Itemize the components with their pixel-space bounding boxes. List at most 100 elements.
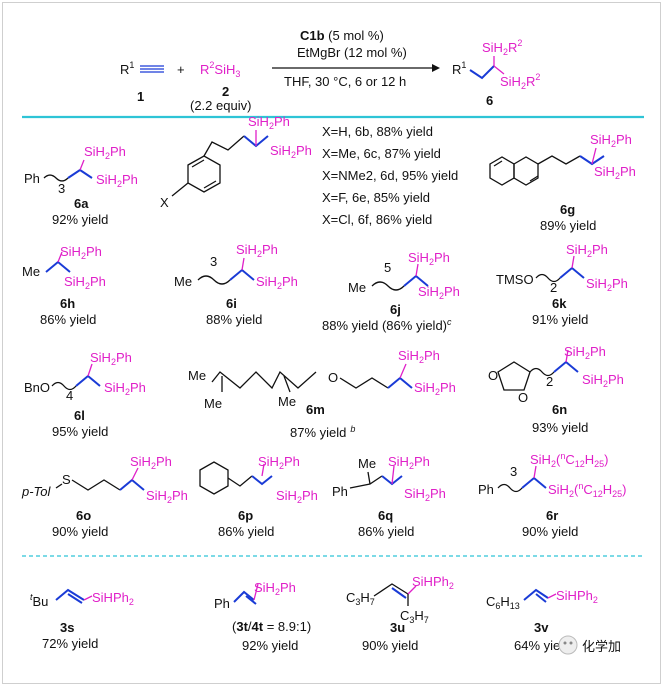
svg-text:O: O bbox=[488, 368, 498, 383]
svg-text:X=F, 6e, 85% yield: X=F, 6e, 85% yield bbox=[322, 190, 430, 205]
compound-6r: Ph 3 SiH2(nC12H25) SiH2(nC12H25) 6r 90% … bbox=[478, 451, 626, 539]
compound-6l: BnO 4 SiH2Ph SiH2Ph 6l 95% yield bbox=[24, 350, 146, 439]
svg-text:6k: 6k bbox=[552, 296, 567, 311]
alkyne-icon bbox=[140, 65, 164, 73]
svg-text:4: 4 bbox=[66, 388, 73, 403]
scheme-header: R1 1 + R2SiH3 2 (2.2 equiv) C1b (5 mol %… bbox=[120, 28, 540, 113]
svg-text:93% yield: 93% yield bbox=[532, 420, 588, 435]
svg-text:6o: 6o bbox=[76, 508, 91, 523]
svg-text:SiH2Ph: SiH2Ph bbox=[248, 114, 290, 131]
svg-text:2: 2 bbox=[546, 374, 553, 389]
compound-3t-4t: Ph SiH2Ph (3t/4t = 8.9:1) 92% yield bbox=[214, 580, 311, 653]
series-x-list: X=H, 6b, 88% yield X=Me, 6c, 87% yield X… bbox=[322, 124, 458, 227]
svg-text:SiH2Ph: SiH2Ph bbox=[254, 580, 296, 597]
svg-text:R1: R1 bbox=[452, 60, 466, 77]
svg-text:Me: Me bbox=[278, 394, 296, 409]
svg-text:X=Me, 6c, 87% yield: X=Me, 6c, 87% yield bbox=[322, 146, 441, 161]
compound-6k: TMSO 2 SiH2Ph SiH2Ph 6k 91% yield bbox=[496, 242, 628, 327]
svg-text:88% yield: 88% yield bbox=[206, 312, 262, 327]
svg-text:88% yield (86% yield)c: 88% yield (86% yield)c bbox=[322, 317, 452, 333]
svg-text:SiH2Ph: SiH2Ph bbox=[96, 172, 138, 189]
svg-text:6l: 6l bbox=[74, 408, 85, 423]
svg-text:SiH2Ph: SiH2Ph bbox=[276, 488, 318, 505]
compound-6h: Me SiH2Ph SiH2Ph 6h 88% yield 86% yield bbox=[22, 244, 106, 327]
svg-text:C3H7: C3H7 bbox=[400, 608, 429, 625]
svg-text:86% yield: 86% yield bbox=[40, 312, 96, 327]
svg-text:SiH2Ph: SiH2Ph bbox=[418, 284, 460, 301]
svg-text:X=Cl, 6f, 86% yield: X=Cl, 6f, 86% yield bbox=[322, 212, 432, 227]
svg-text:SiHPh2: SiHPh2 bbox=[412, 574, 454, 591]
svg-text:TMSO: TMSO bbox=[496, 272, 534, 287]
svg-text:SiH2Ph: SiH2Ph bbox=[408, 250, 450, 267]
reactant2-label: R2SiH3 bbox=[200, 60, 240, 79]
compound-6j: Me 5 SiH2Ph SiH2Ph 6j 88% yield (86% yie… bbox=[322, 250, 460, 333]
svg-text:SiH2Ph: SiH2Ph bbox=[60, 244, 102, 261]
svg-text:SiH2R2: SiH2R2 bbox=[482, 38, 522, 57]
svg-text:O: O bbox=[518, 390, 528, 405]
svg-text:SiH2Ph: SiH2Ph bbox=[594, 164, 636, 181]
svg-text:SiH2Ph: SiH2Ph bbox=[388, 454, 430, 471]
svg-text:6g: 6g bbox=[560, 202, 575, 217]
svg-text:SiH2R2: SiH2R2 bbox=[500, 72, 540, 91]
svg-text:SiH2Ph: SiH2Ph bbox=[586, 276, 628, 293]
compound-6a: Ph 3 SiH2Ph SiH2Ph 6a 92% yield bbox=[24, 144, 138, 227]
reactant1-label: R1 bbox=[120, 60, 134, 77]
svg-text:6p: 6p bbox=[238, 508, 253, 523]
svg-text:3v: 3v bbox=[534, 620, 549, 635]
svg-text:Me: Me bbox=[22, 264, 40, 279]
svg-text:X=H, 6b, 88% yield: X=H, 6b, 88% yield bbox=[322, 124, 433, 139]
svg-text:SiHPh2: SiHPh2 bbox=[556, 588, 598, 605]
compound-3u: C3H7 SiHPh2 C3H7 3u 90% yield bbox=[346, 574, 454, 653]
svg-text:Ph: Ph bbox=[214, 596, 230, 611]
compound-6q: Me Ph SiH2Ph SiH2Ph 6q 86% yield bbox=[332, 454, 446, 539]
svg-text:Me: Me bbox=[188, 368, 206, 383]
svg-text:BnO: BnO bbox=[24, 380, 50, 395]
compound-6p: SiH2Ph SiH2Ph 6p 86% yield bbox=[199, 454, 318, 539]
product-structure: R1 SiH2R2 SiH2R2 bbox=[452, 38, 540, 91]
svg-text:64% yie: 64% yie bbox=[514, 638, 560, 653]
svg-text:Ph: Ph bbox=[332, 484, 348, 499]
svg-text:SiH2Ph: SiH2Ph bbox=[256, 274, 298, 291]
svg-text:6j: 6j bbox=[390, 302, 401, 317]
compound-6o: p-Tol S SiH2Ph SiH2Ph 6o 90% yield bbox=[21, 454, 188, 539]
svg-text:SiH2Ph: SiH2Ph bbox=[404, 486, 446, 503]
svg-text:Me: Me bbox=[174, 274, 192, 289]
conditions-label: THF, 30 °C, 6 or 12 h bbox=[284, 74, 406, 89]
svg-text:90% yield: 90% yield bbox=[522, 524, 578, 539]
arrow-head-icon bbox=[432, 64, 440, 72]
svg-text:SiH2Ph: SiH2Ph bbox=[590, 132, 632, 149]
svg-text:C3H7: C3H7 bbox=[346, 590, 375, 607]
plus-sign: + bbox=[177, 62, 185, 77]
svg-text:SiH2Ph: SiH2Ph bbox=[270, 143, 312, 160]
watermark: 化学加 bbox=[558, 635, 621, 655]
svg-text:3: 3 bbox=[58, 181, 65, 196]
svg-text:95% yield: 95% yield bbox=[52, 424, 108, 439]
svg-text:SiH2Ph: SiH2Ph bbox=[566, 242, 608, 259]
reactant1-number: 1 bbox=[137, 89, 144, 104]
svg-text:Ph: Ph bbox=[24, 171, 40, 186]
svg-text:SiHPh2: SiHPh2 bbox=[92, 590, 134, 607]
reagent-label: EtMgBr (12 mol %) bbox=[297, 45, 407, 60]
svg-text:SiH2Ph: SiH2Ph bbox=[104, 380, 146, 397]
svg-text:tBu: tBu bbox=[30, 592, 48, 609]
svg-text:X=NMe2, 6d, 95% yield: X=NMe2, 6d, 95% yield bbox=[322, 168, 458, 183]
svg-text:SiH2Ph: SiH2Ph bbox=[582, 372, 624, 389]
svg-text:72% yield: 72% yield bbox=[42, 636, 98, 651]
svg-text:6q: 6q bbox=[378, 508, 393, 523]
svg-text:p-Tol: p-Tol bbox=[21, 484, 52, 499]
svg-text:2: 2 bbox=[550, 280, 557, 295]
svg-text:89% yield: 89% yield bbox=[540, 218, 596, 233]
svg-text:92% yield: 92% yield bbox=[242, 638, 298, 653]
svg-text:86% yield: 86% yield bbox=[218, 524, 274, 539]
svg-text:(3t/4t = 8.9:1): (3t/4t = 8.9:1) bbox=[232, 619, 311, 634]
svg-text:92% yield: 92% yield bbox=[52, 212, 108, 227]
svg-text:5: 5 bbox=[384, 260, 391, 275]
reactant2-number: 2 bbox=[222, 84, 229, 99]
compound-6b-f: X SiH2Ph SiH2Ph bbox=[160, 114, 312, 210]
svg-text:SiH2Ph: SiH2Ph bbox=[414, 380, 456, 397]
svg-text:Me: Me bbox=[358, 456, 376, 471]
svg-text:3: 3 bbox=[210, 254, 217, 269]
svg-text:SiH2Ph: SiH2Ph bbox=[236, 242, 278, 259]
svg-text:6h: 6h bbox=[60, 296, 75, 311]
